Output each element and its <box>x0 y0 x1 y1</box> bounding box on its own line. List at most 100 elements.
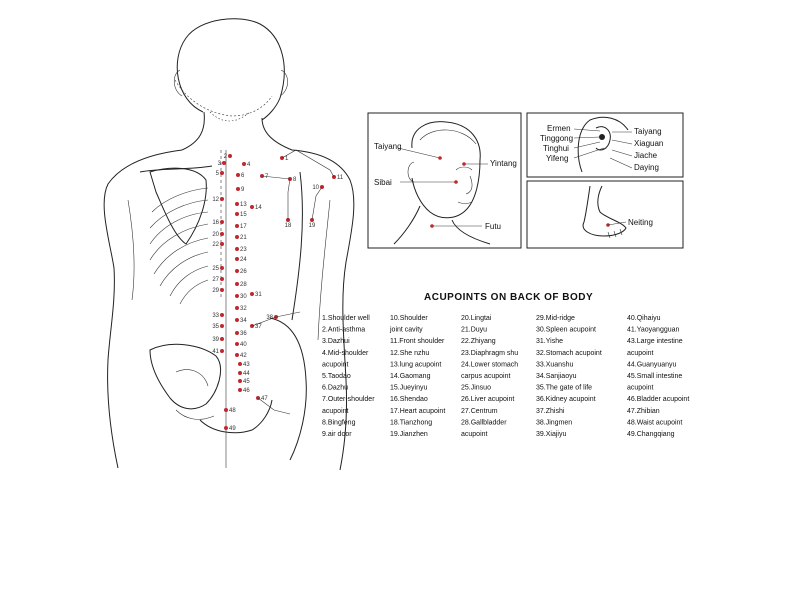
acupoint-number-6: 6 <box>241 173 245 179</box>
left-shoulder-arm <box>103 149 183 469</box>
label-yintang: Yintang <box>490 159 517 168</box>
legend-entry: 30.Spleen acupoint <box>536 327 596 334</box>
acupoint-number-4: 4 <box>247 162 251 168</box>
foot-toes <box>607 228 623 239</box>
acupoint-marker-40 <box>235 342 239 346</box>
ear-left <box>173 69 183 97</box>
acupoint-number-3: 3 <box>218 161 222 167</box>
foot-outline <box>582 185 627 237</box>
neck-right <box>261 117 293 151</box>
legend-entry: 9.air door <box>322 431 352 438</box>
right-shoulder-arm <box>291 149 355 471</box>
tinggong-leader <box>573 136 601 139</box>
face-ear <box>407 161 415 183</box>
acupoint-marker-32 <box>235 306 239 310</box>
ear-head-outline <box>577 116 629 173</box>
back-leader-line-2 <box>261 175 291 180</box>
acupoint-marker-29 <box>220 288 224 292</box>
acupoint-marker-35 <box>220 324 224 328</box>
legend-entry: 12.She nzhu <box>390 350 429 357</box>
acupoint-number-5: 5 <box>216 171 220 177</box>
legend-entry: 23.Diaphragm shu <box>461 350 518 357</box>
back-leader-line-3 <box>275 311 301 318</box>
legend-entry: 48.Waist acupoint <box>627 419 682 426</box>
back-connector-line-2 <box>311 186 323 221</box>
acupoint-number-13: 13 <box>240 202 247 208</box>
acupoint-number-36: 36 <box>240 331 247 337</box>
legend-entry: 19.Jianzhen <box>390 431 428 438</box>
legend-entry: 15.Jueyinyu <box>390 385 427 392</box>
acupoint-marker-30 <box>235 294 239 298</box>
back-leader-line-1 <box>281 149 335 178</box>
legend-entry: carpus acupoint <box>461 373 510 380</box>
ear-shape <box>595 126 611 151</box>
back-connector-line-4 <box>251 316 277 327</box>
ear-panel-border <box>526 112 684 178</box>
acupoint-marker-9 <box>236 187 240 191</box>
label-xiaguan: Xiaguan <box>634 139 663 148</box>
label-taiyang: Taiyang <box>374 142 402 151</box>
tinghui-leader <box>573 141 601 149</box>
legend-entry: 49.Changqiang <box>627 431 675 438</box>
legend-entry: acupoint <box>461 431 488 438</box>
legend-entry: 10.Shoulder <box>390 315 428 322</box>
legend-entry: 18.Tianzhong <box>390 419 432 426</box>
acupoint-marker-13 <box>235 202 239 206</box>
acupoint-marker-41 <box>220 349 224 353</box>
acupoint-marker-49 <box>224 426 228 430</box>
acupoint-marker-48 <box>224 408 228 412</box>
acupoint-marker-46 <box>238 388 242 392</box>
taiyang-leader <box>397 147 441 159</box>
legend-entry: 22.Zhiyang <box>461 338 496 345</box>
legend-entry: 2.Anti-asthma <box>322 327 365 334</box>
legend-entry: 4.Mid-shoulder <box>322 350 369 357</box>
acupoint-marker-34 <box>235 318 239 322</box>
acupoint-marker-28 <box>235 282 239 286</box>
futu-point <box>430 224 434 228</box>
label-yifeng: Yifeng <box>546 154 568 163</box>
xiaguan-leader <box>611 139 633 145</box>
acupoint-number-47: 47 <box>261 396 268 402</box>
acupoint-marker-39 <box>220 337 224 341</box>
acupoint-marker-16 <box>220 220 224 224</box>
back-connector-line-1 <box>287 178 291 220</box>
legend-entry: 41.Yaoyangguan <box>627 327 680 334</box>
ribs-left <box>149 187 209 305</box>
acupoint-number-21: 21 <box>240 235 247 241</box>
acupoint-marker-44 <box>238 371 242 375</box>
yintang-point <box>462 162 466 166</box>
yifeng-leader <box>573 147 605 159</box>
acupoint-marker-42 <box>235 353 239 357</box>
ermen-leader <box>573 128 601 132</box>
acupoint-number-48: 48 <box>229 408 236 414</box>
acupoint-number-41: 41 <box>212 349 219 355</box>
acupoint-marker-25 <box>220 266 224 270</box>
acupoint-number-8: 8 <box>293 177 297 183</box>
label-taiyang-ear: Taiyang <box>634 127 662 136</box>
label-jiache: Jiache <box>634 151 658 160</box>
acupoint-number-23: 23 <box>240 247 247 253</box>
label-ermen: Ermen <box>547 124 571 133</box>
waist-right <box>269 317 307 461</box>
legend-entry: acupoint <box>627 350 654 357</box>
acupoint-number-40: 40 <box>240 342 247 348</box>
label-daying: Daying <box>634 163 659 172</box>
acupoint-number-22: 22 <box>212 242 219 248</box>
legend-entry: 40.Qihaiyu <box>627 315 661 322</box>
legend-entry: 33.Xuanshu <box>536 361 573 368</box>
acupoint-marker-17 <box>235 224 239 228</box>
legend-entry: 38.Jingmen <box>536 419 572 426</box>
label-futu: Futu <box>485 222 501 231</box>
pelvis <box>149 343 221 410</box>
legend-entry: 28.Gallbladder <box>461 419 507 426</box>
legend-entry: 5.Taodao <box>322 373 351 380</box>
acupoint-number-10: 10 <box>312 185 319 191</box>
legend-entry: 17.Heart acupoint <box>390 408 445 415</box>
legend-entry: 34.Sanjiaoyu <box>536 373 577 380</box>
back-figure <box>103 18 355 471</box>
legend-entry: 35.The gate of life <box>536 385 592 392</box>
jiache-leader <box>611 149 633 157</box>
legend-entry: 11.Front shoulder <box>390 338 445 345</box>
foot-panel-border <box>526 180 684 249</box>
acupoint-number-14: 14 <box>255 205 262 211</box>
